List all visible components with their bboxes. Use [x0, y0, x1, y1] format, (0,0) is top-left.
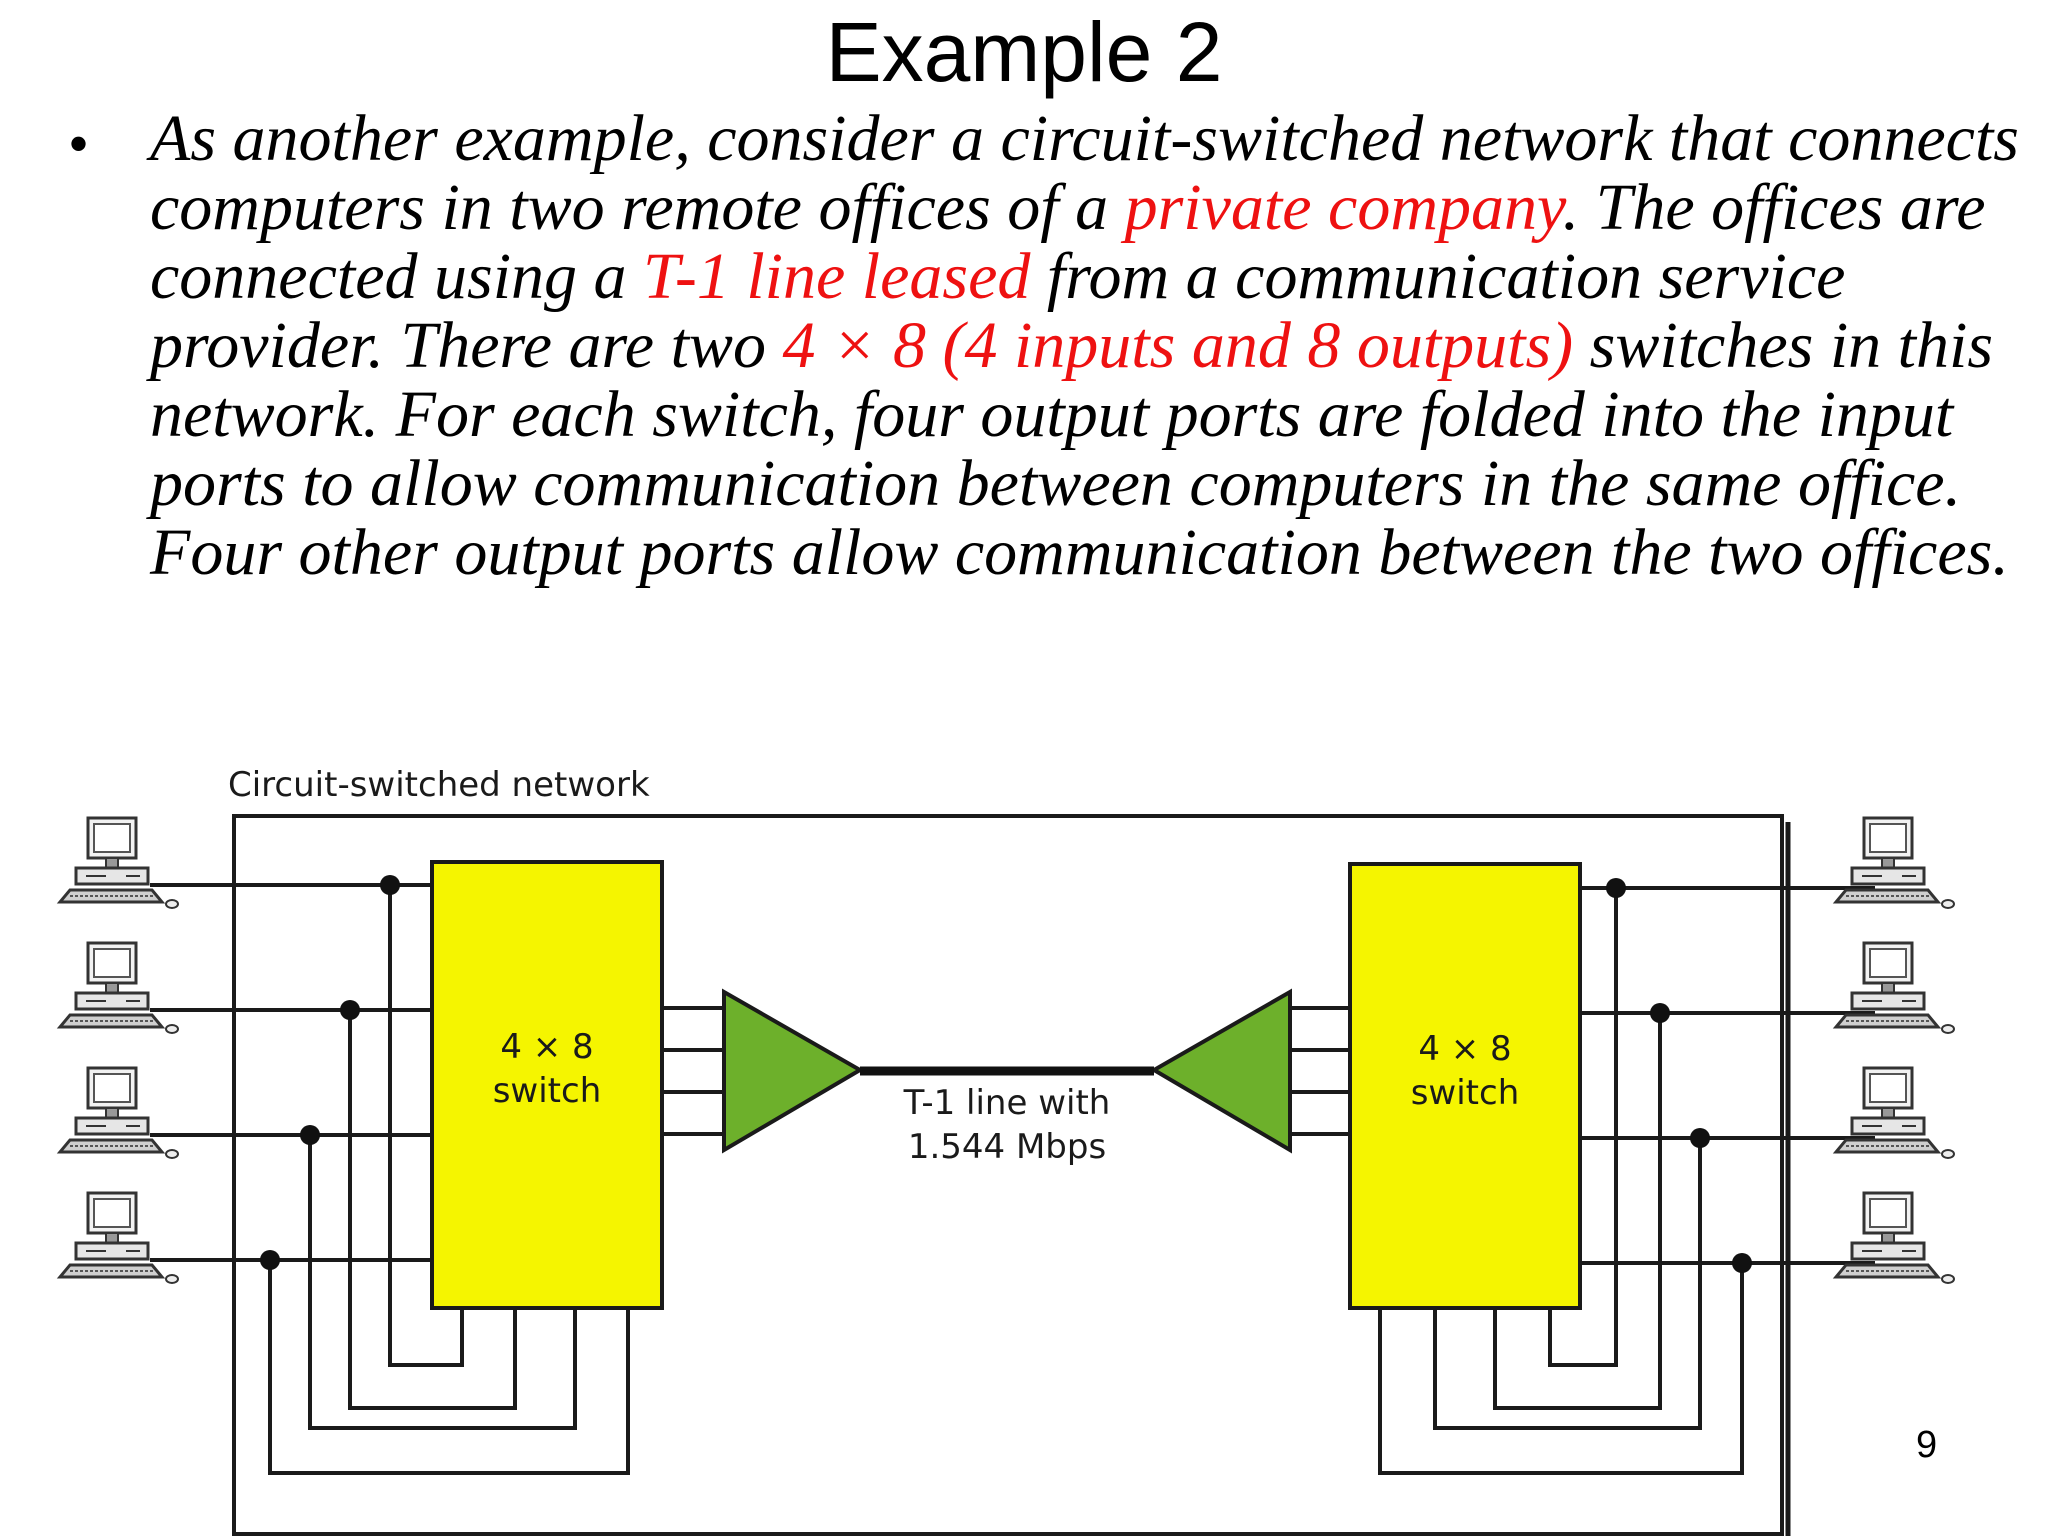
slide-title: Example 2	[825, 5, 1223, 99]
bullet-point: •	[68, 111, 90, 177]
bullet-text: As another example, consider a circuit-s…	[150, 104, 2020, 587]
network-boundary	[232, 814, 1784, 1536]
computer-icon	[58, 1066, 180, 1160]
t1-line-label: T-1 line with	[903, 1083, 1111, 1123]
computer-icon	[1834, 1191, 1956, 1285]
right-junction-dots	[1606, 878, 1752, 1273]
highlight-private-company: private company	[1124, 171, 1563, 244]
left-office-computers	[58, 816, 180, 1285]
page-number: 9	[1916, 1424, 1938, 1466]
right-switch-label-name: switch	[1411, 1073, 1520, 1113]
computer-icon	[58, 1191, 180, 1285]
text-segment: As another example, consider a circuit-s…	[150, 102, 2019, 244]
highlight-switch-size: 4 × 8 (4 inputs and 8 outputs)	[782, 309, 1574, 382]
left-multiplexer	[722, 988, 864, 1154]
left-office-wiring	[150, 883, 722, 1475]
computer-icon	[1834, 941, 1956, 1035]
right-multiplexer	[1150, 988, 1292, 1154]
highlight-t1-line-leased: T-1 line leased	[643, 240, 1031, 313]
computer-icon	[1834, 816, 1956, 910]
computer-icon	[1834, 1066, 1956, 1160]
left-switch-label-name: switch	[493, 1071, 602, 1111]
left-switch	[430, 860, 664, 1310]
network-label: Circuit-switched network	[228, 765, 650, 805]
text-segment: . The offices are connected using a	[150, 171, 1986, 313]
t1-rate-label: 1.544 Mbps	[908, 1127, 1106, 1167]
circuit-switched-network-diagram: Circuit-switched network	[58, 765, 1956, 1536]
text-segment: switches in this network. For each switc…	[150, 309, 2009, 589]
computer-icon	[58, 816, 180, 910]
right-switch-label-size: 4 × 8	[1418, 1029, 1511, 1069]
text-segment: from a communication service provider. T…	[150, 240, 1846, 382]
left-junction-dots	[260, 875, 400, 1270]
left-switch-label-size: 4 × 8	[500, 1027, 593, 1067]
computer-icon	[58, 941, 180, 1035]
right-switch	[1348, 862, 1582, 1310]
right-office-wiring	[1290, 886, 1875, 1475]
